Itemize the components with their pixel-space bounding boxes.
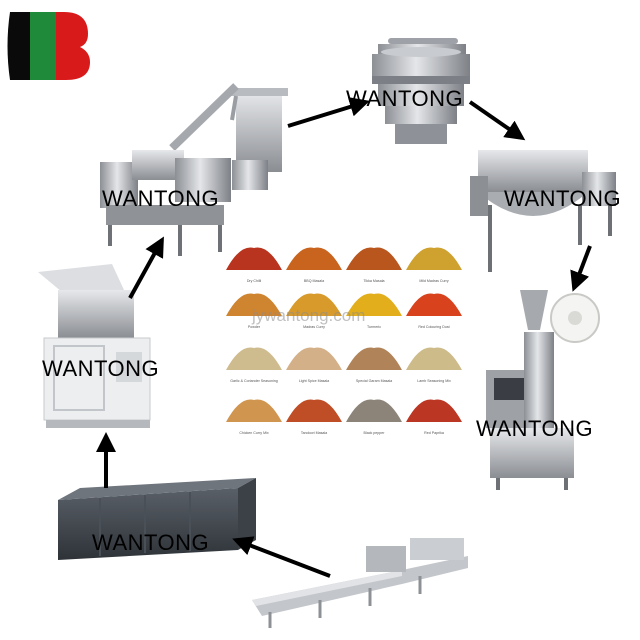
spice-heap	[346, 247, 402, 270]
packing-brand-label: WANTONG	[476, 416, 593, 442]
spice-heap	[226, 247, 282, 270]
spice-heap	[346, 347, 402, 370]
dryer-brand-label: WANTONG	[92, 530, 209, 556]
spice-caption: Tikka Masala	[363, 279, 384, 283]
grinder-brand-label: WANTONG	[102, 186, 219, 212]
spice-caption: Red Colouring Dust	[418, 325, 449, 329]
washing-line-machine	[252, 538, 468, 628]
spice-caption: Special Garam Masala	[356, 379, 392, 383]
spice-caption: Chicken Curry Mix	[239, 431, 269, 435]
watermark-text: jywantong.com	[252, 306, 365, 326]
arrow-crusher-to-grinder	[130, 240, 162, 298]
spice-heap	[406, 293, 462, 316]
spice-heap	[406, 247, 462, 270]
spice-caption: Lamb Seasoning Mix	[417, 379, 451, 383]
spice-heap	[286, 247, 342, 270]
spice-caption: Mild Madras Curry	[419, 279, 449, 283]
crusher-brand-label: WANTONG	[42, 356, 159, 382]
spice-heap	[226, 347, 282, 370]
mixer-brand-label: WANTONG	[504, 186, 621, 212]
sieve-brand-label: WANTONG	[346, 86, 463, 112]
spice-heap	[346, 399, 402, 422]
spice-heap	[406, 347, 462, 370]
spice-heap	[286, 399, 342, 422]
spice-heap	[406, 399, 462, 422]
spice-heap	[286, 347, 342, 370]
packing-machine	[486, 290, 599, 490]
spice-caption: BBQ Masala	[304, 279, 324, 283]
spice-powder-grid: Dry Chilli BBQ Masala Tikka Masala Mild Mad…	[226, 247, 462, 435]
brand-logo-icon	[8, 12, 91, 80]
spice-caption: Turmeric	[367, 325, 381, 329]
arrow-washing-to-dryer	[236, 540, 330, 576]
arrow-mixer-to-packing	[574, 246, 590, 288]
spice-caption: Dry Chilli	[247, 279, 262, 283]
spice-caption: Black pepper	[364, 431, 386, 435]
spice-caption: Red Paprika	[424, 431, 444, 435]
spice-caption: Light Spice Masala	[299, 379, 329, 383]
spice-caption: Tandoori Masala	[301, 431, 327, 435]
grinder-machine	[100, 86, 288, 256]
spice-caption: Garlic & Coriander Seasoning	[230, 379, 278, 383]
spice-heap	[226, 399, 282, 422]
arrow-sieve-to-mixer	[470, 102, 522, 138]
